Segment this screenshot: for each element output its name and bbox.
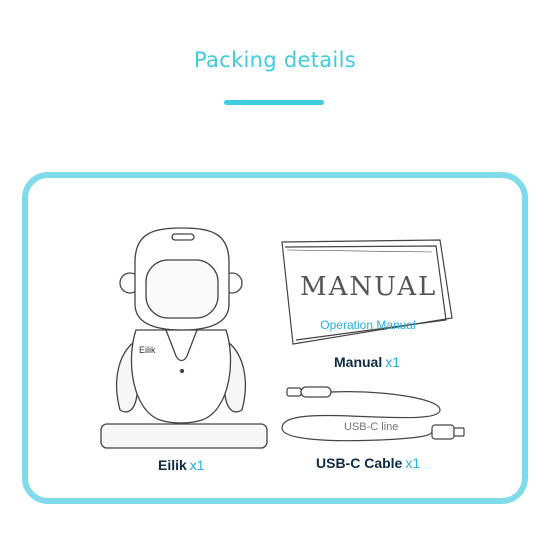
title-underline <box>224 100 324 105</box>
cable-name: USB-C Cable <box>316 455 403 471</box>
manual-qty: x1 <box>385 354 401 370</box>
packing-frame <box>22 172 528 504</box>
cable-qty: x1 <box>405 455 421 471</box>
manual-illustration <box>281 239 453 345</box>
eilik-robot-illustration <box>100 227 268 449</box>
robot-base <box>100 423 268 449</box>
usb-line-label: USB-C line <box>344 421 399 433</box>
manual-name: Manual <box>334 354 383 370</box>
eilik-name: Eilik <box>158 457 187 473</box>
eilik-qty: x1 <box>189 457 205 473</box>
manual-cover-subtitle: Operation Manual <box>320 318 416 332</box>
manual-cover-title: MANUAL <box>300 272 438 302</box>
usb-c-cable-illustration <box>281 386 465 442</box>
robot-chest-label: Eilik <box>139 345 156 355</box>
page-title: Packing details <box>194 48 356 72</box>
